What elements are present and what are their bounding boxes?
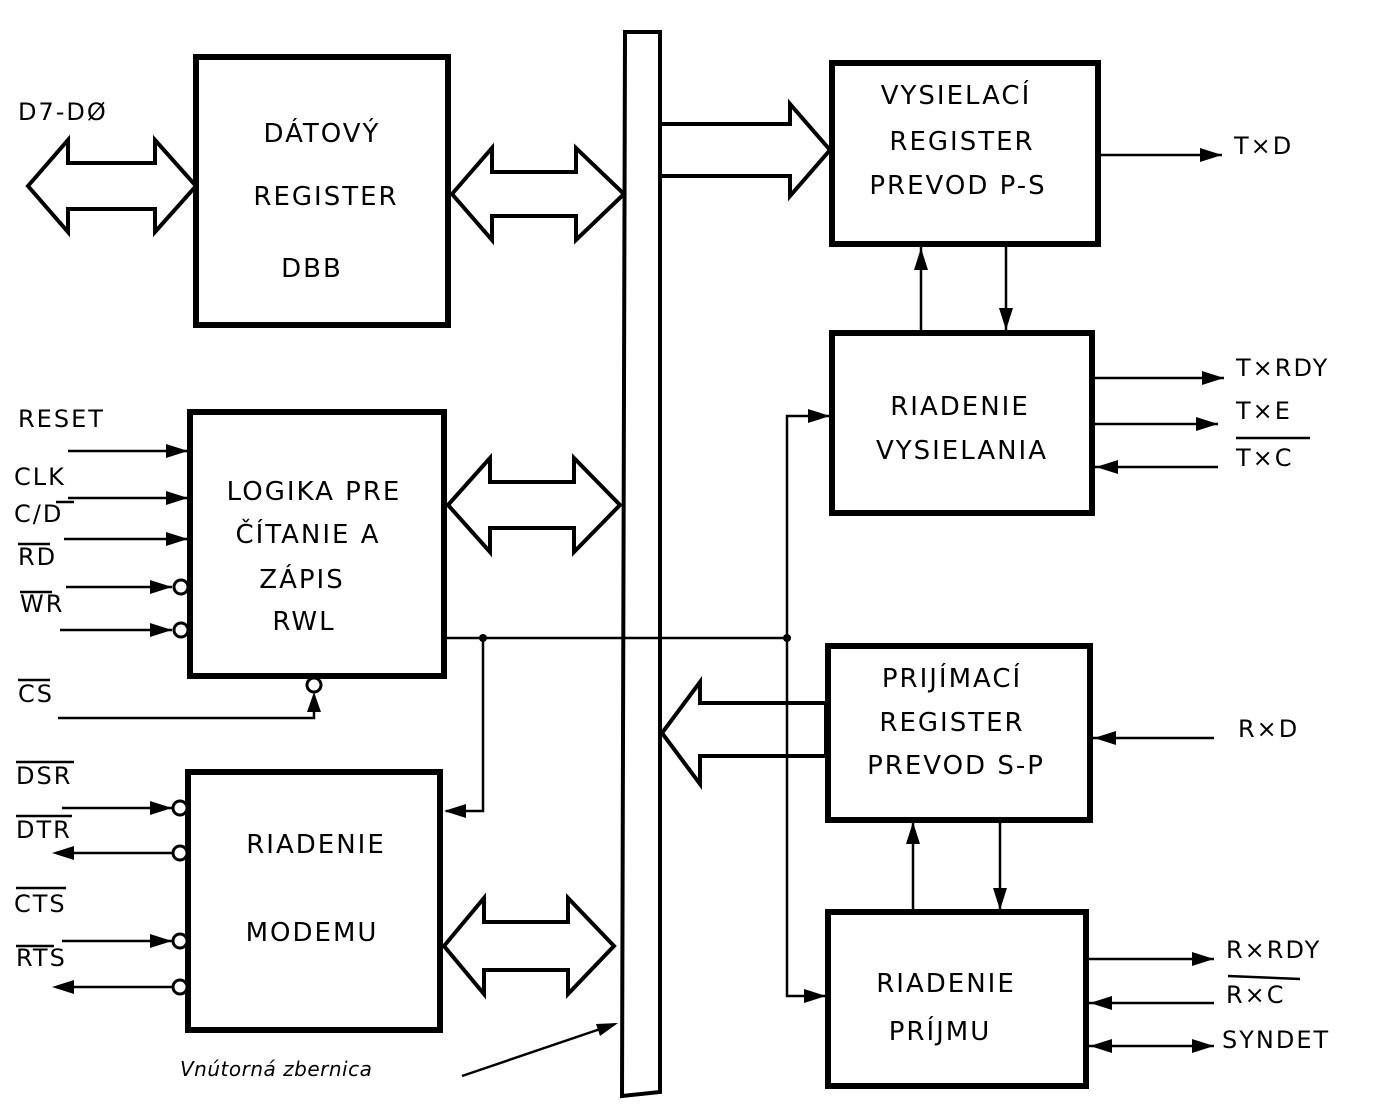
block-dbb-line-2: REGISTER bbox=[253, 182, 398, 212]
rxrdy-arrowhead bbox=[1192, 952, 1214, 966]
block-rx-control bbox=[825, 909, 1089, 1089]
txc-arrowhead bbox=[1096, 460, 1118, 474]
rx-reg-to-ctrl-arrowhead bbox=[993, 888, 1007, 910]
signal-data-bus-label: D7-DØ bbox=[18, 98, 108, 126]
block-tx-register-line-2: REGISTER bbox=[889, 127, 1034, 157]
block-rx-register-line-1: PRIJÍMACÍ bbox=[882, 662, 1022, 694]
signal-wr-label: WR bbox=[20, 590, 64, 618]
block-tx-register-line-1: VYSIELACÍ bbox=[881, 79, 1032, 111]
rd-arrowhead bbox=[150, 580, 172, 594]
cs-arrowhead bbox=[307, 692, 321, 712]
dsr-inversion-bubble bbox=[171, 799, 189, 817]
tx-ctrl-to-reg-arrowhead bbox=[914, 248, 928, 270]
rwl-to-modem-wire bbox=[446, 638, 485, 813]
rx-register-to-bus-arrow bbox=[659, 675, 828, 791]
tx-reg-to-ctrl-arrowhead bbox=[999, 308, 1013, 330]
cd-arrowhead bbox=[166, 532, 188, 546]
signal-rxd-label: R×D bbox=[1238, 715, 1299, 743]
block-tx-register-line-3: PREVOD P-S bbox=[869, 171, 1046, 201]
cts-arrowhead bbox=[150, 934, 172, 948]
dtr-arrowhead bbox=[52, 846, 74, 860]
signal-rxrdy-label: R×RDY bbox=[1226, 936, 1321, 964]
signal-rxc-label: R×C bbox=[1226, 981, 1286, 1009]
block-modem-line-1: RIADENIE bbox=[246, 830, 386, 860]
block-tx-register bbox=[829, 60, 1101, 247]
cs-wire bbox=[58, 696, 316, 720]
rts-arrowhead bbox=[52, 980, 74, 994]
block-modem-line-2: MODEMU bbox=[246, 918, 379, 948]
syndet-arrowhead-out bbox=[1192, 1039, 1214, 1053]
signal-syndet-label: SYNDET bbox=[1222, 1026, 1330, 1054]
clk-arrowhead bbox=[166, 491, 188, 505]
block-rwl-line-2: ČÍTANIE A bbox=[235, 518, 380, 550]
reset-arrowhead bbox=[166, 444, 188, 458]
wr-inversion-bubble bbox=[172, 621, 190, 639]
txe-arrowhead bbox=[1196, 417, 1218, 431]
block-rwl-line-1: LOGIKA PRE bbox=[227, 477, 402, 507]
signal-reset-label: RESET bbox=[18, 405, 105, 433]
block-modem bbox=[185, 769, 443, 1033]
block-rx-register-line-3: PREVOD S-P bbox=[867, 751, 1045, 781]
rxd-arrowhead bbox=[1094, 731, 1116, 745]
block-tx-control bbox=[829, 330, 1095, 516]
rxc-overbar bbox=[1227, 974, 1301, 981]
signal-dtr-label: DTR bbox=[16, 816, 72, 844]
signal-clk-label: CLK bbox=[14, 463, 66, 491]
signal-rd-label: RD bbox=[18, 543, 57, 571]
block-dbb-line-1: DÁTOVÝ bbox=[264, 117, 381, 149]
rwl-bus-double-arrow bbox=[445, 452, 623, 558]
dtr-inversion-bubble bbox=[171, 844, 189, 862]
block-rwl bbox=[187, 409, 447, 679]
block-rx-register-line-2: REGISTER bbox=[879, 708, 1024, 738]
block-rwl-line-4: RWL bbox=[272, 607, 335, 637]
rxc-arrowhead bbox=[1090, 996, 1112, 1010]
control-to-rx-ctrl-wire bbox=[785, 638, 826, 998]
data-bus-double-arrow bbox=[25, 134, 199, 238]
block-rx-control-line-1: RIADENIE bbox=[876, 969, 1016, 999]
signal-dsr-label: DSR bbox=[16, 762, 72, 790]
block-dbb-line-3: DBB bbox=[281, 254, 343, 284]
signal-txd-label: T×D bbox=[1233, 132, 1293, 160]
rx-ctrl-to-reg-arrowhead bbox=[906, 822, 920, 844]
txrdy-arrowhead bbox=[1202, 371, 1224, 385]
signal-cd-label: C/D bbox=[14, 500, 63, 528]
signal-rts-label: RTS bbox=[16, 944, 67, 972]
control-to-rx-ctrl-arrowhead bbox=[804, 989, 826, 1003]
internal-bus bbox=[619, 30, 662, 1099]
rd-inversion-bubble bbox=[172, 578, 190, 596]
rwl-to-modem-arrowhead bbox=[444, 804, 466, 818]
cs-inversion-bubble bbox=[305, 676, 323, 694]
modem-bus-double-arrow bbox=[441, 892, 617, 1000]
control-to-tx-ctrl-wire bbox=[785, 414, 830, 638]
block-rwl-line-3: ZÁPIS bbox=[259, 563, 344, 595]
bus-to-tx-register-arrow bbox=[658, 98, 833, 202]
block-tx-control-line-1: RIADENIE bbox=[890, 392, 1030, 422]
dsr-arrowhead bbox=[150, 801, 172, 815]
internal-bus-annotation: Vnútorná zbernica bbox=[180, 1057, 372, 1081]
dbb-bus-double-arrow bbox=[449, 142, 627, 246]
block-tx-control-line-2: VYSIELANIA bbox=[876, 436, 1048, 466]
syndet-arrowhead-in bbox=[1090, 1039, 1112, 1053]
cts-inversion-bubble bbox=[171, 932, 189, 950]
internal-bus-pointer-arrowhead bbox=[596, 1023, 618, 1036]
wr-arrowhead bbox=[150, 623, 172, 637]
rts-inversion-bubble bbox=[171, 978, 189, 996]
block-dbb bbox=[193, 54, 451, 328]
txd-arrowhead bbox=[1200, 148, 1222, 162]
control-to-tx-ctrl-arrowhead bbox=[808, 409, 830, 423]
signal-cs-label: CS bbox=[18, 680, 54, 708]
signal-cts-label: CTS bbox=[14, 890, 67, 918]
signal-txe-label: T×E bbox=[1235, 397, 1292, 425]
signal-txc-label: T×C bbox=[1235, 444, 1294, 472]
signal-txrdy-label: T×RDY bbox=[1235, 354, 1329, 382]
block-rx-control-line-2: PRÍJMU bbox=[889, 1015, 992, 1047]
internal-bus-pointer bbox=[461, 1022, 616, 1078]
